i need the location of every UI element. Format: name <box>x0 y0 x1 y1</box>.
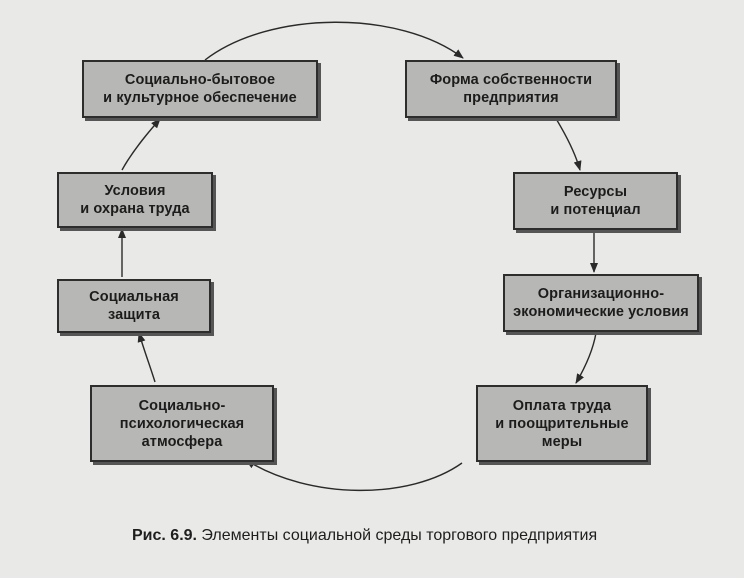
node-label: Организационно- экономические условия <box>513 286 689 320</box>
edge-social-cultural-to-ownership <box>204 21 464 61</box>
figure-caption-text: Элементы социальной среды торгового пред… <box>196 527 598 544</box>
node-psych: Социально- психологическая атмосфера <box>90 385 274 462</box>
node-labor: Условия и охрана труда <box>57 172 213 228</box>
node-protection: Социальная защита <box>57 279 211 333</box>
edge-org-economic-to-pay <box>575 332 597 384</box>
node-ownership: Форма собственности предприятия <box>405 60 617 118</box>
node-label: Форма собственности предприятия <box>429 72 593 106</box>
edge-psych-to-protection <box>137 332 156 383</box>
edge-pay-to-psych <box>245 459 463 492</box>
node-org-economic: Организационно- экономические условия <box>503 274 699 332</box>
node-pay: Оплата труда и поощрительные меры <box>476 385 648 462</box>
node-label: Ресурсы и потенциал <box>550 184 641 218</box>
node-label: Социальная защита <box>89 289 179 323</box>
edge-labor-to-social-cultural <box>121 118 161 171</box>
edge-ownership-to-resources <box>554 116 582 171</box>
figure-caption: Рис. 6.9. Элементы социальной среды торг… <box>132 527 597 545</box>
node-resources: Ресурсы и потенциал <box>513 172 678 230</box>
node-social-cultural: Социально-бытовое и культурное обеспечен… <box>82 60 318 118</box>
node-label: Социально- психологическая атмосфера <box>119 397 245 450</box>
node-label: Социально-бытовое и культурное обеспечен… <box>103 72 297 106</box>
figure-number: Рис. 6.9. <box>132 527 197 544</box>
node-label: Оплата труда и поощрительные меры <box>495 397 629 450</box>
node-label: Условия и охрана труда <box>80 183 190 217</box>
